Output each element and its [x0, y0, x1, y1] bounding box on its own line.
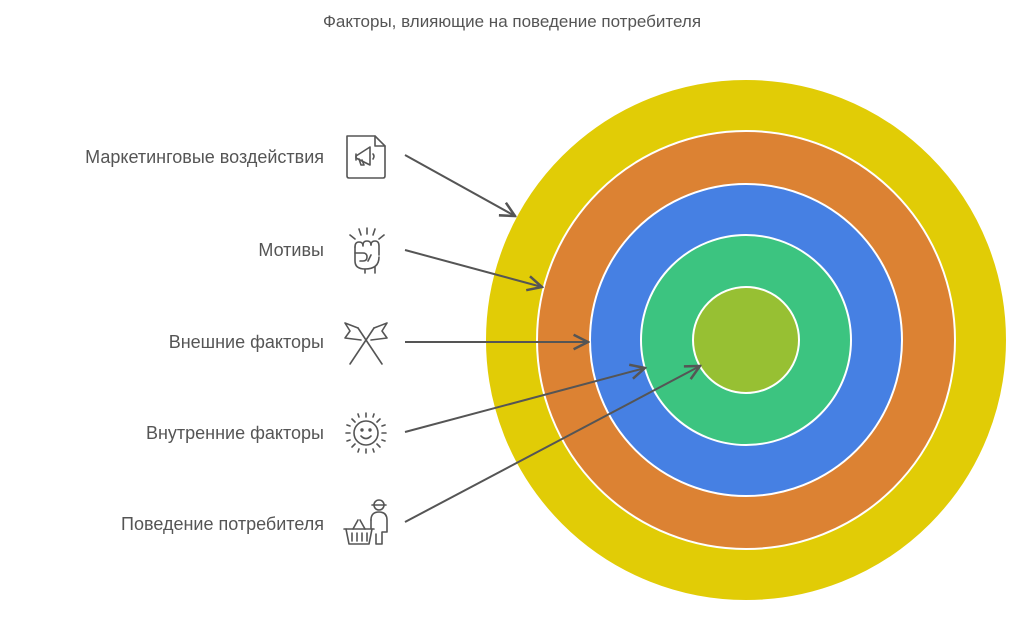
label-consumer-behavior: Поведение потребителя [121, 514, 324, 534]
smiling-sun-icon [341, 408, 391, 458]
shopper-basket-icon [341, 498, 391, 548]
label-motives: Мотивы [258, 240, 324, 260]
arrow-consumer-behavior [404, 366, 700, 523]
label-external-factors: Внешние факторы [168, 332, 324, 352]
ring-consumer-behavior [692, 286, 800, 394]
diagram-title: Факторы, влияющие на поведение потребите… [322, 12, 702, 31]
fist-icon [341, 225, 391, 275]
arrow-motives [404, 249, 542, 287]
megaphone-icon [341, 132, 391, 182]
label-internal-factors: Внутренние факторы [145, 423, 324, 443]
arrow-marketing [404, 154, 515, 216]
crossed-flags-icon [341, 318, 391, 368]
label-marketing: Маркетинговые воздействия [85, 147, 324, 167]
arrow-internal-factors [404, 368, 645, 433]
